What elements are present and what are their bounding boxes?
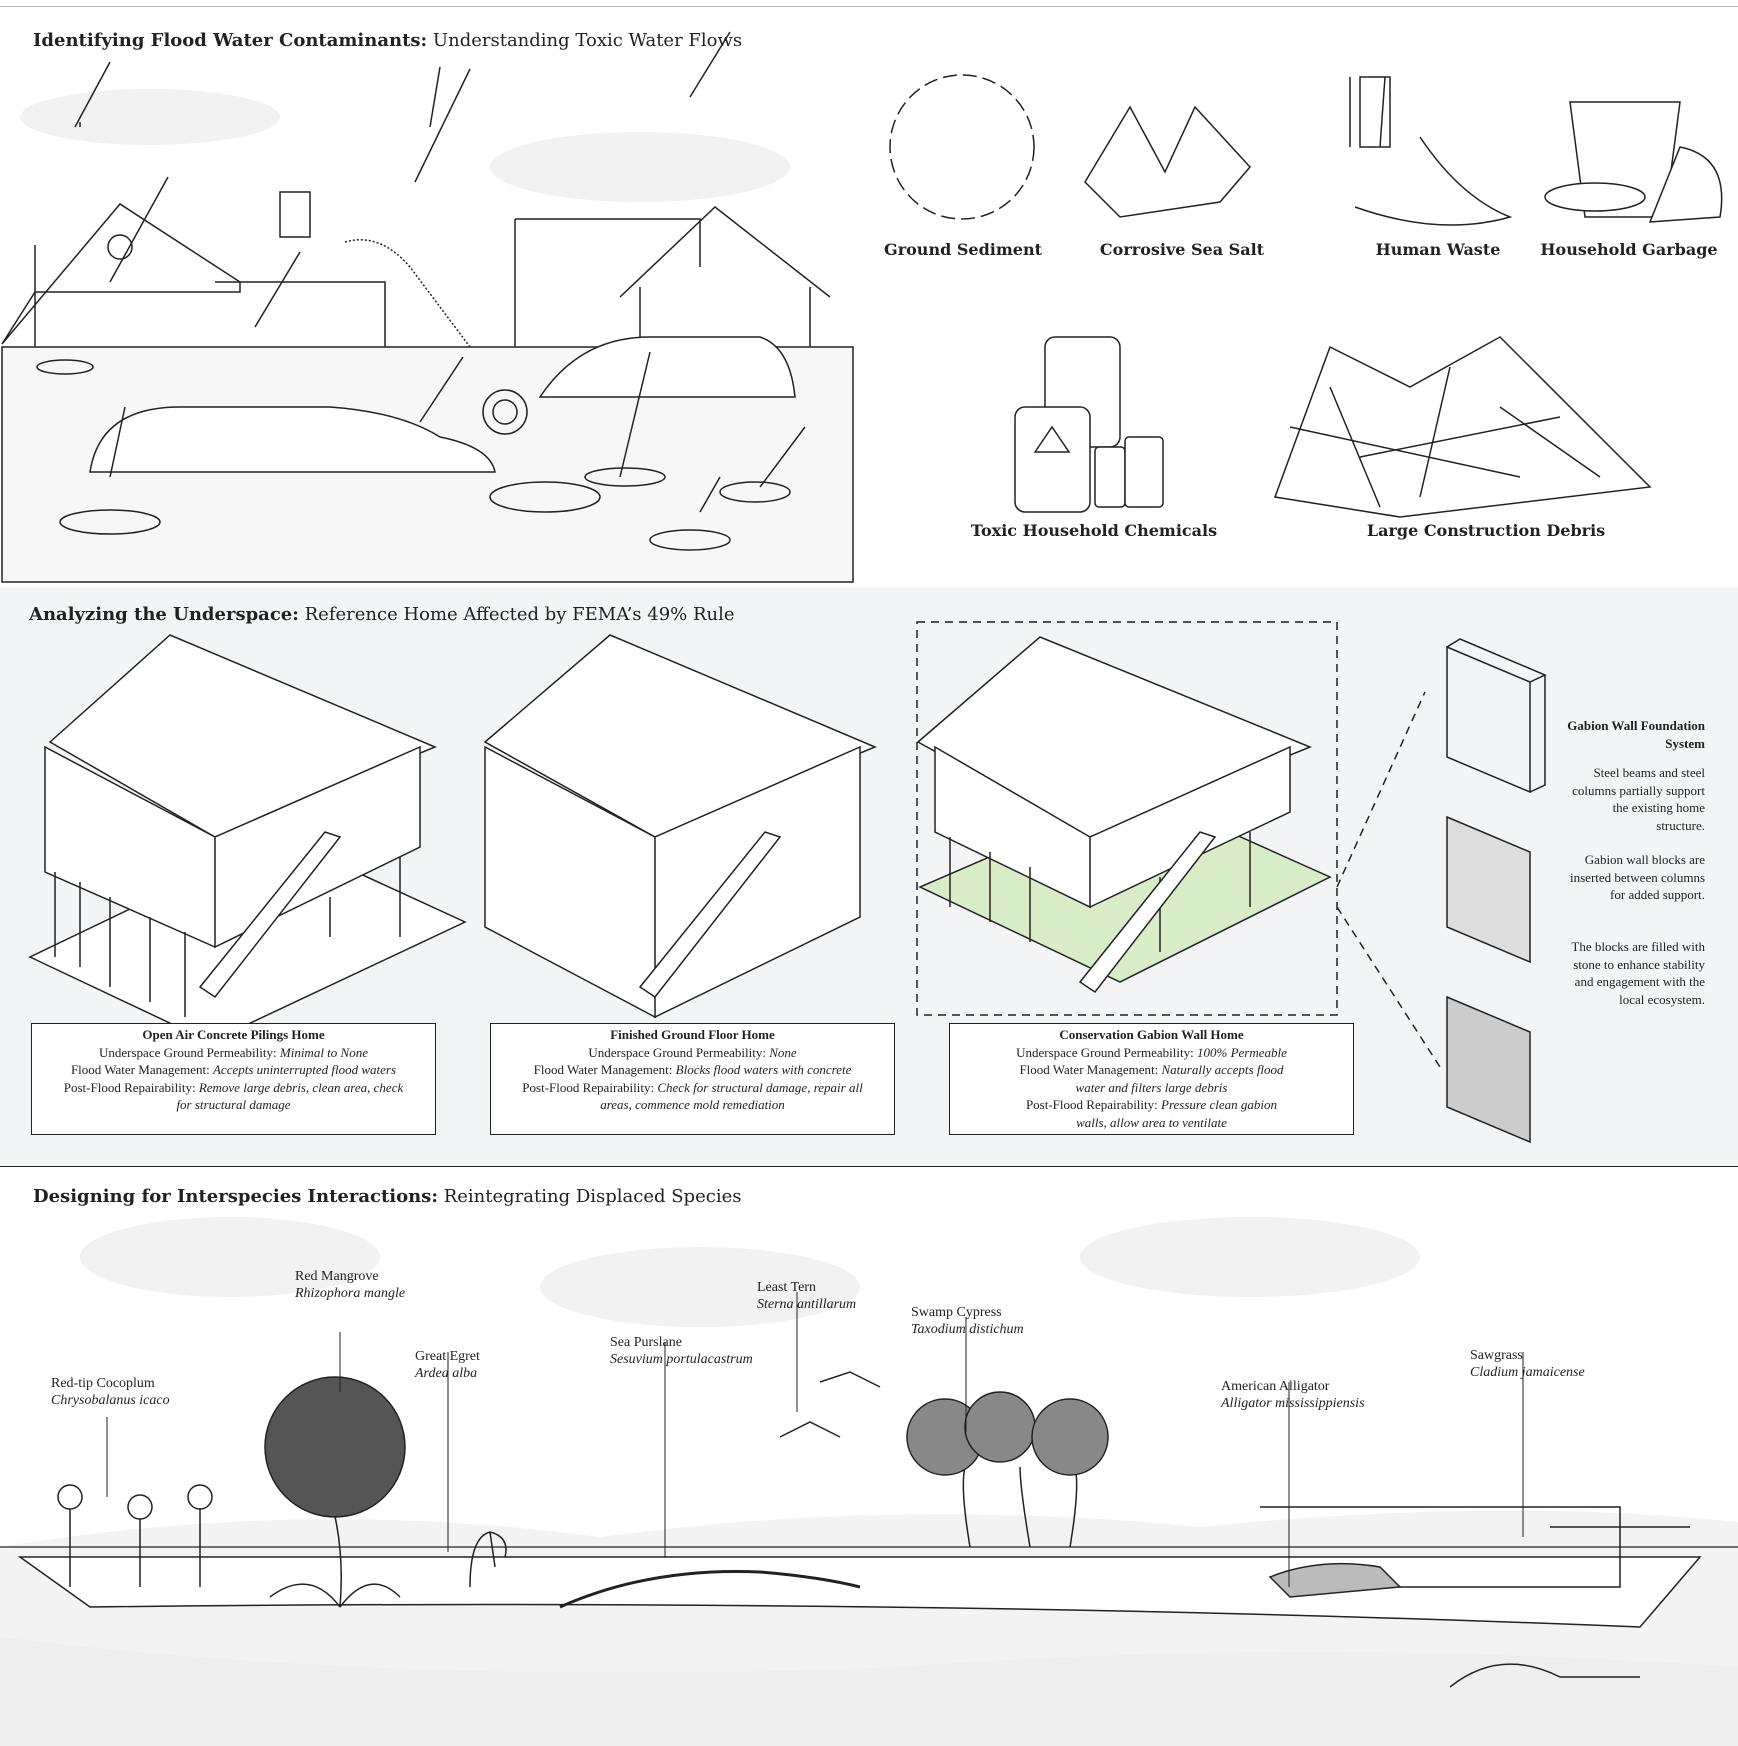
- wetland-landscape-illustration: [0, 1217, 1738, 1746]
- gabion-paragraph: Gabion wall blocks are inserted between …: [1570, 852, 1706, 902]
- gabion-paragraph: Steel beams and steel columns partially …: [1572, 765, 1705, 833]
- home-info-box: Open Air Concrete Pilings Home Underspac…: [31, 1023, 436, 1135]
- field-label: Post-Flood Repairability:: [522, 1079, 658, 1095]
- contaminant-label: Corrosive Sea Salt: [1099, 240, 1265, 259]
- field-value: Check for structural damage, repair all …: [600, 1079, 863, 1113]
- field-value: None: [769, 1044, 797, 1060]
- field-value: Minimal to None: [279, 1044, 368, 1060]
- field-label: Post-Flood Repairability:: [1025, 1097, 1162, 1112]
- underspace-section: Analyzing the Underspace: Reference Home…: [0, 587, 1738, 1168]
- contaminant-label: Ground Sediment: [884, 240, 1042, 259]
- field-label: Underspace Ground Permeability:: [99, 1044, 280, 1060]
- field-label: Underspace Ground Permeability:: [1016, 1044, 1197, 1060]
- section-title: Designing for Interspecies Interactions:…: [33, 1186, 742, 1207]
- field-label: Flood Water Management:: [70, 1062, 213, 1077]
- field-value: 100% Permeable: [1196, 1044, 1287, 1060]
- gabion-paragraph: The blocks are filled with stone to enha…: [1571, 939, 1705, 1007]
- species-section: Designing for Interspecies Interactions:…: [0, 1167, 1738, 1746]
- flood-street-illustration: [1, 31, 1723, 583]
- isometric-homes-illustration: [28, 621, 1547, 1144]
- section-title: Identifying Flood Water Contaminants: Un…: [33, 30, 743, 51]
- field-value: Blocks flood waters with concrete: [675, 1062, 852, 1077]
- home-info-box: Finished Ground Floor Home Underspace Gr…: [490, 1023, 895, 1135]
- contaminant-label: Large Construction Debris: [1366, 521, 1606, 540]
- contaminant-label: Human Waste: [1375, 240, 1501, 259]
- home-name: Open Air Concrete Pilings Home: [142, 1027, 325, 1042]
- contaminant-label: Toxic Household Chemicals: [970, 521, 1218, 540]
- field-label: Flood Water Management:: [533, 1062, 676, 1077]
- home-info-box: Conservation Gabion Wall Home Underspace…: [949, 1023, 1354, 1135]
- home-name: Conservation Gabion Wall Home: [1059, 1027, 1244, 1042]
- field-value: Remove large debris, clean area, check f…: [176, 1079, 404, 1113]
- section-title: Analyzing the Underspace: Reference Home…: [29, 604, 735, 625]
- field-label: Underspace Ground Permeability:: [588, 1044, 770, 1060]
- home-name: Finished Ground Floor Home: [610, 1027, 775, 1042]
- field-value: Accepts uninterrupted flood waters: [212, 1062, 397, 1077]
- contaminant-label: Household Garbage: [1540, 240, 1718, 259]
- field-label: Post-Flood Repairability:: [63, 1079, 199, 1095]
- field-value: Naturally accepts flood water and filter…: [1075, 1062, 1284, 1095]
- contaminants-section: Identifying Flood Water Contaminants: Un…: [0, 6, 1738, 589]
- field-value: Pressure clean gabion walls, allow area …: [1076, 1097, 1278, 1130]
- gabion-title: Gabion Wall Foundation System: [1567, 718, 1705, 751]
- field-label: Flood Water Management:: [1019, 1062, 1162, 1077]
